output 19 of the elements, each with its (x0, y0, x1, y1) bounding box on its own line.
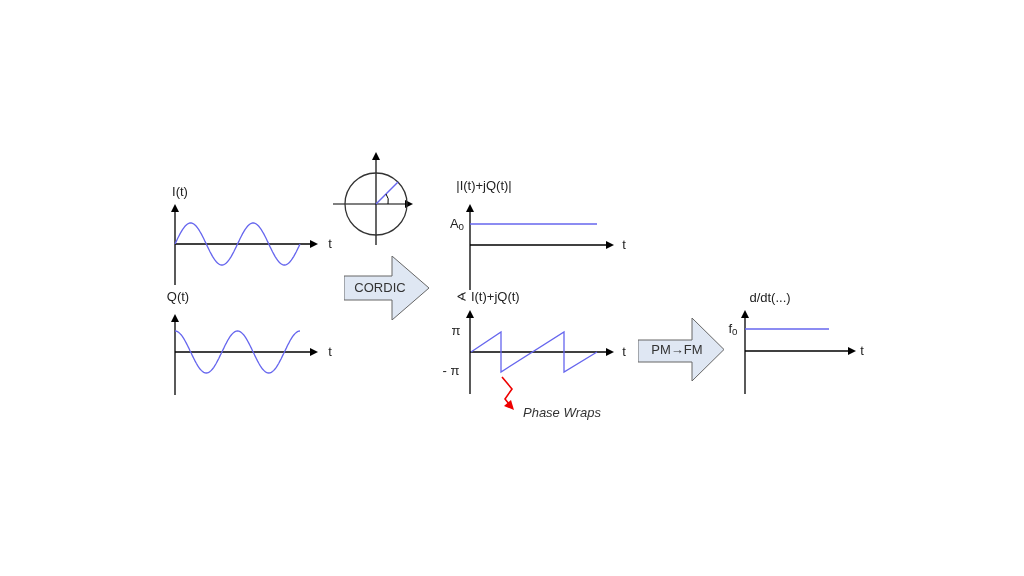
block-arrow (638, 318, 724, 381)
axis-label: I(t) (172, 183, 188, 202)
axis-label: - π (442, 362, 460, 381)
axis-label: t (328, 235, 332, 254)
block-arrow (344, 256, 429, 320)
arrow-label: PM→FM (651, 340, 703, 359)
axis-label: Q(t) (166, 288, 190, 307)
axis-label: π (451, 322, 461, 341)
arrow-label: CORDIC (354, 279, 406, 298)
axis-label: t (622, 343, 626, 362)
axis-label: Phase Wraps (523, 404, 601, 423)
axis-label: f$_{0}$ (728, 320, 738, 339)
axis-label: A$_{0}$ (449, 215, 465, 234)
axis-label: ∢ I(t)+jQ(t) (456, 288, 520, 307)
axis-label: t (328, 343, 332, 362)
axis-label: t (860, 342, 864, 361)
axis-label: d/dt(...) (749, 289, 791, 308)
axis-label: |I(t)+jQ(t)| (456, 177, 512, 196)
axis-label: t (622, 236, 626, 255)
